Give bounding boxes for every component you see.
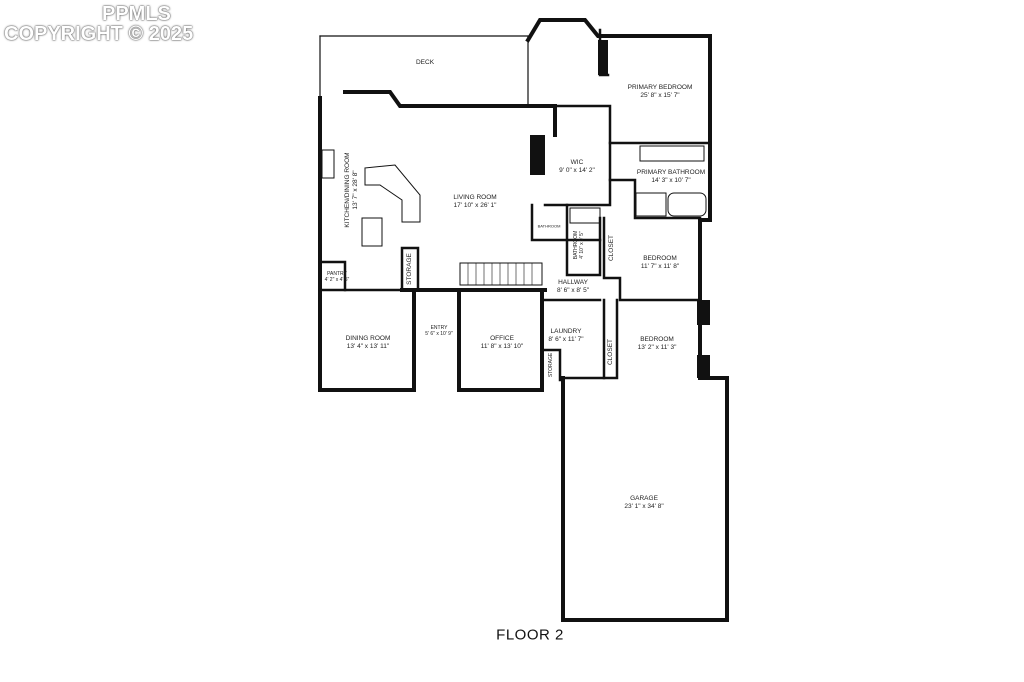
fireplaces — [530, 40, 710, 378]
floor-label: FLOOR 2 — [496, 626, 564, 644]
exterior-walls — [318, 18, 729, 622]
room-closet-2: CLOSET — [607, 338, 614, 366]
room-storage-2: STORAGE — [548, 352, 554, 378]
room-storage-1: STORAGE — [406, 253, 413, 285]
fixtures — [321, 145, 707, 286]
interior-walls — [318, 28, 712, 382]
room-deck: DECK — [415, 59, 435, 66]
ppmls-watermark-logo: PPMLS COPYRIGHT © 2025 — [4, 3, 194, 45]
room-closet-1: CLOSET — [608, 234, 615, 262]
room-bathroom-small: BATHROOM — [537, 223, 561, 229]
deck-outline — [319, 35, 529, 106]
